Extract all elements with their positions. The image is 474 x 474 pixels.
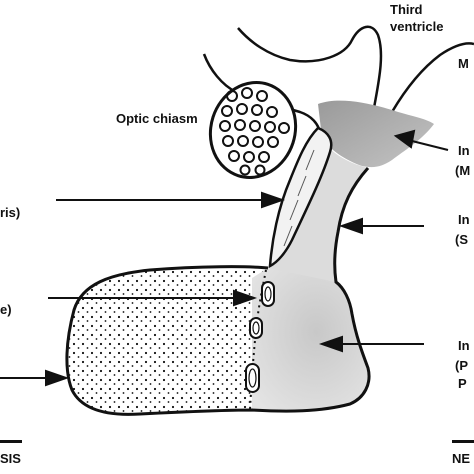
label-optic-chiasm: Optic chiasm — [116, 111, 198, 126]
label-right-paren-3: (P — [455, 358, 468, 373]
label-right-top: M — [458, 56, 469, 71]
arrow-median-eminence-line — [407, 139, 449, 151]
arrow-posterior-head — [318, 335, 343, 353]
pars-intermedia-cysts — [245, 281, 275, 393]
label-left-2: e) — [0, 302, 12, 317]
cyst-inner — [248, 286, 272, 388]
label-third: Third — [390, 2, 423, 17]
pars-tuberalis-dashes — [283, 149, 315, 247]
infundibular-stem — [268, 140, 368, 282]
divider-left — [0, 440, 22, 443]
label-right-p: P — [458, 376, 467, 391]
median-eminence — [318, 100, 434, 168]
divider-right — [452, 440, 474, 443]
gland-outline — [65, 167, 371, 416]
label-right-in-2: In — [458, 212, 470, 227]
pars-tuberalis — [268, 126, 333, 269]
label-bottom-right: NE — [452, 451, 471, 466]
arrow-pars-tuberalis-head — [261, 191, 286, 209]
optic-chiasm-fibers — [219, 87, 290, 176]
third-ventricle-right-wall — [390, 42, 474, 113]
label-right-paren-1: (M — [455, 163, 471, 178]
arrow-pars-intermedia-head — [233, 289, 258, 307]
label-left-1: ris) — [0, 205, 21, 220]
label-right-in-3: In — [458, 338, 470, 353]
arrow-stem-head — [338, 217, 363, 235]
arrow-median-eminence-head — [393, 129, 416, 149]
label-bottom-left: SIS — [0, 451, 21, 466]
label-right-paren-2: (S — [455, 232, 468, 247]
posterior-lobe — [252, 268, 370, 412]
label-ventricle: ventricle — [390, 19, 444, 34]
label-right-in-1: In — [458, 143, 470, 158]
arrow-anterior-head — [45, 369, 70, 387]
arrows — [0, 129, 449, 387]
anterior-lobe — [66, 266, 269, 415]
third-ventricle-outline — [237, 25, 383, 109]
